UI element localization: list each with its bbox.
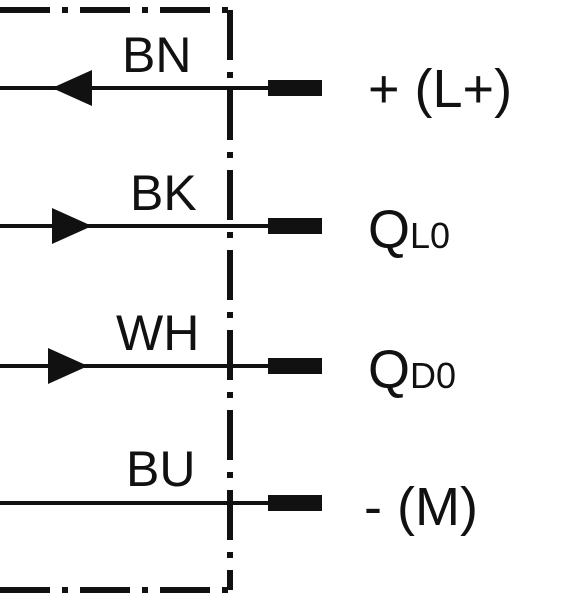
wire-row-bu: BU - (M) [0, 441, 478, 537]
terminal-pin [268, 80, 322, 96]
terminal-label: QL0 [368, 200, 450, 260]
terminal-pin [268, 358, 322, 374]
wire-color-code: WH [116, 305, 199, 361]
terminal-label: + (L+) [368, 59, 512, 119]
wire-row-wh: WH QD0 [0, 305, 456, 400]
terminal-pin [268, 495, 322, 511]
arrow-left-icon [52, 70, 92, 106]
terminal-label: - (M) [364, 477, 478, 537]
terminal-label: QD0 [368, 340, 456, 400]
housing-outline [0, 7, 233, 593]
arrow-right-icon [52, 208, 92, 244]
terminal-label-main: Q [368, 200, 410, 260]
terminal-label-sub: L0 [410, 215, 450, 256]
terminal-label-sub: D0 [410, 355, 456, 396]
wire-color-code: BN [122, 27, 191, 83]
arrow-right-icon [48, 348, 88, 384]
wire-color-code: BK [130, 165, 197, 221]
terminal-pin [268, 218, 322, 234]
terminal-label-main: + (L+) [368, 59, 512, 119]
wire-row-bn: BN + (L+) [0, 27, 512, 119]
terminal-label-main: Q [368, 340, 410, 400]
terminal-label-main: - (M) [364, 477, 478, 537]
wire-row-bk: BK QL0 [0, 165, 450, 260]
wire-color-code: BU [126, 441, 195, 497]
